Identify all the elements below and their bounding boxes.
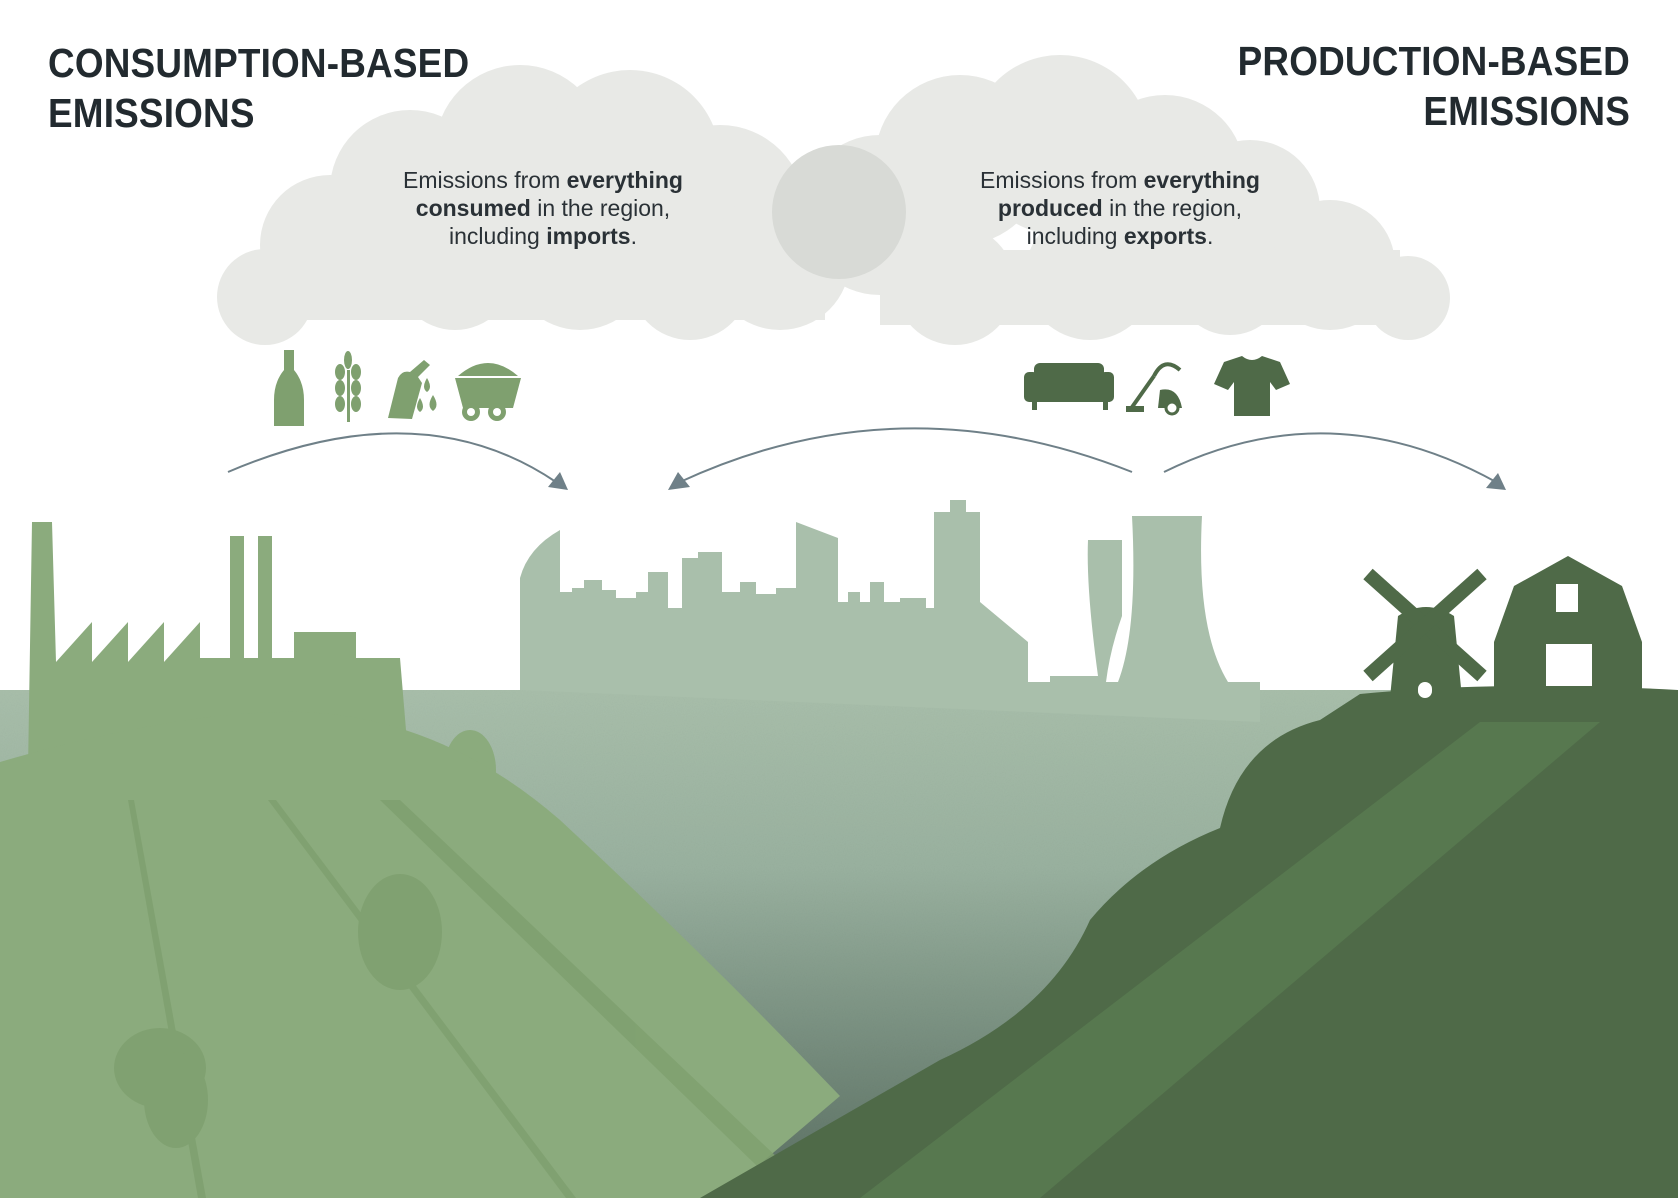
- production-desc-part2: in the region,: [1102, 195, 1243, 221]
- production-title-line1: PRODUCTION-BASED: [1237, 38, 1630, 84]
- consumption-title-line1: CONSUMPTION-BASED: [48, 40, 470, 86]
- arrows: [227, 427, 1497, 483]
- cloud-overlap: [772, 145, 906, 279]
- arrowheads: [548, 472, 1506, 490]
- production-desc-bold1: everything: [1143, 167, 1260, 193]
- consumption-title: CONSUMPTION-BASED EMISSIONS: [48, 38, 469, 138]
- arrowhead-import: [548, 472, 568, 490]
- import-arrow: [227, 432, 557, 483]
- production-icons: [1024, 356, 1290, 416]
- arrowhead-farm: [1486, 473, 1506, 490]
- consumption-icons: [274, 350, 521, 426]
- consumption-desc-end: .: [630, 223, 637, 249]
- wheat-icon: [335, 351, 361, 422]
- arrowhead-city: [668, 472, 690, 490]
- consumption-description: Emissions from everything consumed in th…: [378, 166, 708, 250]
- sofa-icon: [1024, 363, 1114, 410]
- production-desc-end: .: [1206, 223, 1214, 249]
- production-desc-bold3: exports: [1123, 223, 1207, 249]
- tshirt-icon: [1214, 356, 1290, 416]
- consumption-desc-bold3: imports: [546, 223, 631, 249]
- consumption-desc-part3: including: [449, 223, 547, 249]
- windmill: [1363, 568, 1487, 698]
- consumption-desc-bold2: consumed: [415, 195, 531, 221]
- consumption-desc-part2: in the region,: [530, 195, 671, 221]
- export-arrow-to-city: [679, 427, 1133, 483]
- consumption-title-line2: EMISSIONS: [48, 90, 255, 136]
- hill-production-field: [860, 722, 1600, 1198]
- fuel-pump-icon: [388, 360, 437, 419]
- consumption-desc-bold1: everything: [566, 167, 683, 193]
- city-skyline: [520, 500, 1260, 722]
- hill-consumption-details: [0, 800, 820, 1198]
- barn: [1494, 556, 1642, 690]
- production-description: Emissions from everything produced in th…: [955, 166, 1285, 250]
- vacuum-cleaner-icon: [1126, 362, 1182, 416]
- bottle-icon: [274, 350, 304, 426]
- coal-cart-icon: [455, 363, 521, 421]
- skyline: [520, 500, 1260, 722]
- consumption-desc-part1: Emissions from: [403, 167, 567, 193]
- production-title-line2: EMISSIONS: [1423, 88, 1630, 134]
- production-desc-part1: Emissions from: [980, 167, 1144, 193]
- cloud-consumption: [217, 65, 850, 345]
- production-title: PRODUCTION-BASED EMISSIONS: [1238, 36, 1630, 136]
- production-desc-bold2: produced: [997, 195, 1103, 221]
- production-desc-part3: including: [1026, 223, 1124, 249]
- export-arrow-to-farm: [1163, 432, 1497, 483]
